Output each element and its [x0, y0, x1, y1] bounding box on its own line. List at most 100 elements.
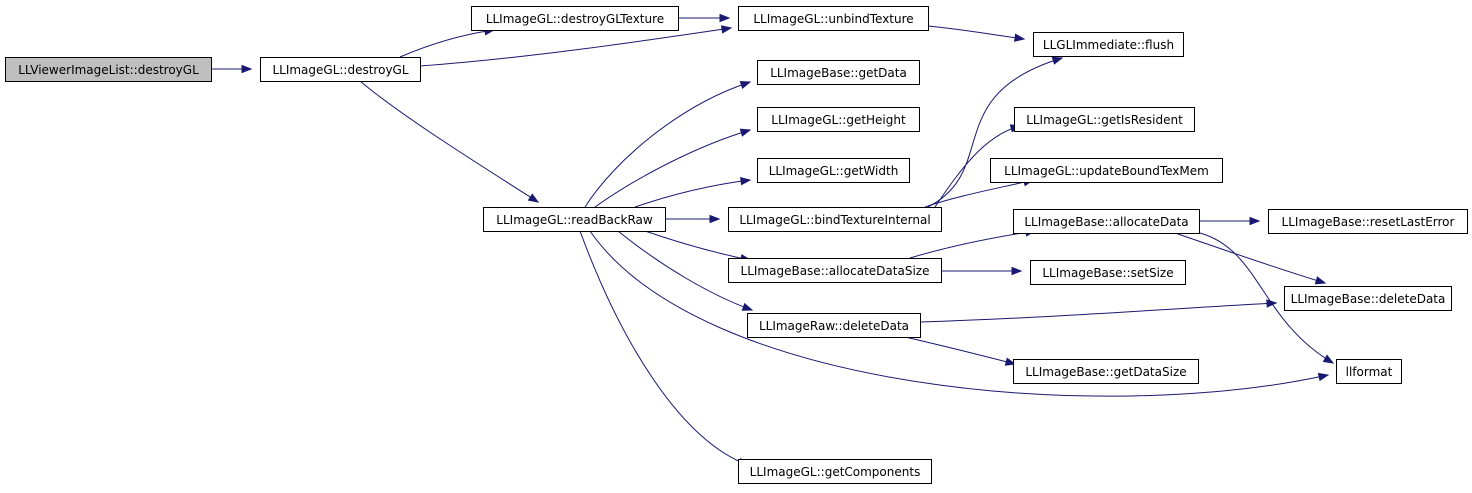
arrow-head	[719, 13, 731, 23]
node-box[interactable]	[1336, 359, 1402, 384]
edge-n5-n11	[617, 230, 754, 311]
node-label: LLImageBase::allocateData	[1024, 215, 1188, 229]
edge-line	[934, 125, 1021, 208]
arrow-head	[1322, 354, 1335, 364]
node-n5[interactable]: LLImageGL::readBackRaw	[483, 207, 666, 232]
edge-n5-n6	[584, 80, 752, 208]
node-n12[interactable]: LLImageGL::getComponents	[738, 459, 932, 484]
node-n15[interactable]: LLImageBase::allocateData	[1013, 209, 1200, 234]
node-label: LLImageBase::deleteData	[1291, 292, 1446, 306]
node-label: LLImageGL::bindTextureInternal	[739, 213, 930, 227]
arrow-head	[1317, 372, 1330, 382]
node-box[interactable]	[471, 6, 679, 31]
node-box[interactable]	[738, 459, 932, 484]
edge-line	[594, 129, 751, 208]
node-n19[interactable]: LLImageBase::deleteData	[1284, 286, 1452, 311]
node-box[interactable]	[260, 57, 421, 82]
node-box[interactable]	[728, 207, 942, 232]
node-label: LLImageBase::setSize	[1042, 266, 1173, 280]
node-n17[interactable]: LLImageBase::getDataSize	[1013, 359, 1199, 384]
node-n4[interactable]: LLGLImmediate::flush	[1033, 32, 1184, 57]
node-box[interactable]	[1014, 107, 1195, 132]
node-label: LLImageGL::updateBoundTexMem	[1004, 164, 1209, 178]
node-label: LLImageBase::getDataSize	[1025, 365, 1186, 379]
edge-line	[579, 230, 749, 466]
node-n8[interactable]: LLImageGL::getWidth	[757, 158, 910, 183]
node-box[interactable]	[1268, 209, 1468, 234]
node-box[interactable]	[1013, 359, 1199, 384]
node-n13[interactable]: LLImageGL::getIsResident	[1014, 107, 1195, 132]
node-box[interactable]	[728, 258, 942, 283]
node-n6[interactable]: LLImageBase::getData	[757, 60, 920, 85]
node-box[interactable]	[5, 57, 212, 82]
edge-line	[927, 57, 1063, 208]
edge-n1-n2	[399, 27, 496, 58]
node-n11[interactable]: LLImageRaw::deleteData	[747, 313, 921, 338]
edge-n0-n1	[211, 64, 253, 74]
arrow-head	[527, 193, 540, 203]
arrow-head	[1249, 216, 1261, 226]
edge-line	[924, 179, 1034, 208]
node-box[interactable]	[1033, 32, 1184, 57]
node-box[interactable]	[990, 158, 1223, 183]
node-n3[interactable]: LLImageGL::unbindTexture	[738, 6, 929, 31]
node-label: LLImageRaw::deleteData	[759, 319, 909, 333]
edge-n5-n12	[579, 230, 750, 466]
node-n20[interactable]: llformat	[1336, 359, 1402, 384]
arrow-head	[1004, 357, 1017, 366]
edge-line	[1199, 232, 1334, 364]
node-n1[interactable]: LLImageGL::destroyGL	[260, 57, 421, 82]
node-label: LLImageBase::getData	[770, 66, 907, 80]
node-box[interactable]	[1030, 260, 1186, 285]
node-label: LLImageGL::getComponents	[750, 465, 921, 479]
node-n16[interactable]: LLImageBase::setSize	[1030, 260, 1186, 285]
edge-n9-n4	[927, 56, 1064, 208]
edge-line	[927, 25, 1025, 40]
node-n2[interactable]: LLImageGL::destroyGLTexture	[471, 6, 679, 31]
edge-line	[644, 230, 751, 261]
edge-n5-n8	[634, 176, 752, 208]
node-box[interactable]	[483, 207, 666, 232]
node-label: LLGLImmediate::flush	[1043, 38, 1174, 52]
edge-line	[584, 81, 751, 208]
arrow-head	[1011, 266, 1023, 276]
edge-n3-n4	[927, 25, 1026, 42]
node-n0[interactable]: LLViewerImageList::destroyGL	[5, 57, 212, 82]
node-n10[interactable]: LLImageBase::allocateDataSize	[728, 258, 942, 283]
edge-line	[634, 179, 751, 208]
arrow-head	[739, 128, 752, 137]
node-label: LLImageGL::destroyGL	[272, 63, 408, 77]
arrow-head	[241, 64, 253, 74]
edge-n1-n3	[419, 25, 733, 67]
edge-n5-n7	[594, 128, 752, 208]
arrow-head	[1014, 33, 1026, 42]
node-box[interactable]	[738, 6, 929, 31]
node-label: LLImageGL::getHeight	[771, 113, 906, 127]
edge-n10-n16	[941, 266, 1023, 276]
edges-layer	[211, 13, 1335, 466]
arrow-head	[709, 214, 721, 224]
edge-n15-n18	[1199, 216, 1261, 226]
node-n14[interactable]: LLImageGL::updateBoundTexMem	[990, 158, 1223, 183]
edge-n5-n10	[644, 230, 752, 263]
node-label: LLImageBase::allocateDataSize	[741, 264, 930, 278]
node-box[interactable]	[747, 313, 921, 338]
node-box[interactable]	[1284, 286, 1452, 311]
node-box[interactable]	[757, 60, 920, 85]
node-n18[interactable]: LLImageBase::resetLastError	[1268, 209, 1468, 234]
arrow-head	[1314, 276, 1327, 285]
nodes-layer: LLViewerImageList::destroyGL LLImageGL::d…	[5, 6, 1468, 484]
node-n7[interactable]: LLImageGL::getHeight	[757, 107, 920, 132]
node-n9[interactable]: LLImageGL::bindTextureInternal	[728, 207, 942, 232]
node-box[interactable]	[757, 107, 920, 132]
edge-line	[904, 336, 1016, 365]
node-label: LLImageGL::getIsResident	[1026, 113, 1183, 127]
edge-n1-n5	[359, 80, 540, 203]
node-box[interactable]	[757, 158, 910, 183]
node-box[interactable]	[1013, 209, 1200, 234]
node-label: LLImageGL::destroyGLTexture	[486, 12, 664, 26]
edge-line	[419, 27, 732, 67]
node-label: LLImageGL::getWidth	[769, 164, 899, 178]
